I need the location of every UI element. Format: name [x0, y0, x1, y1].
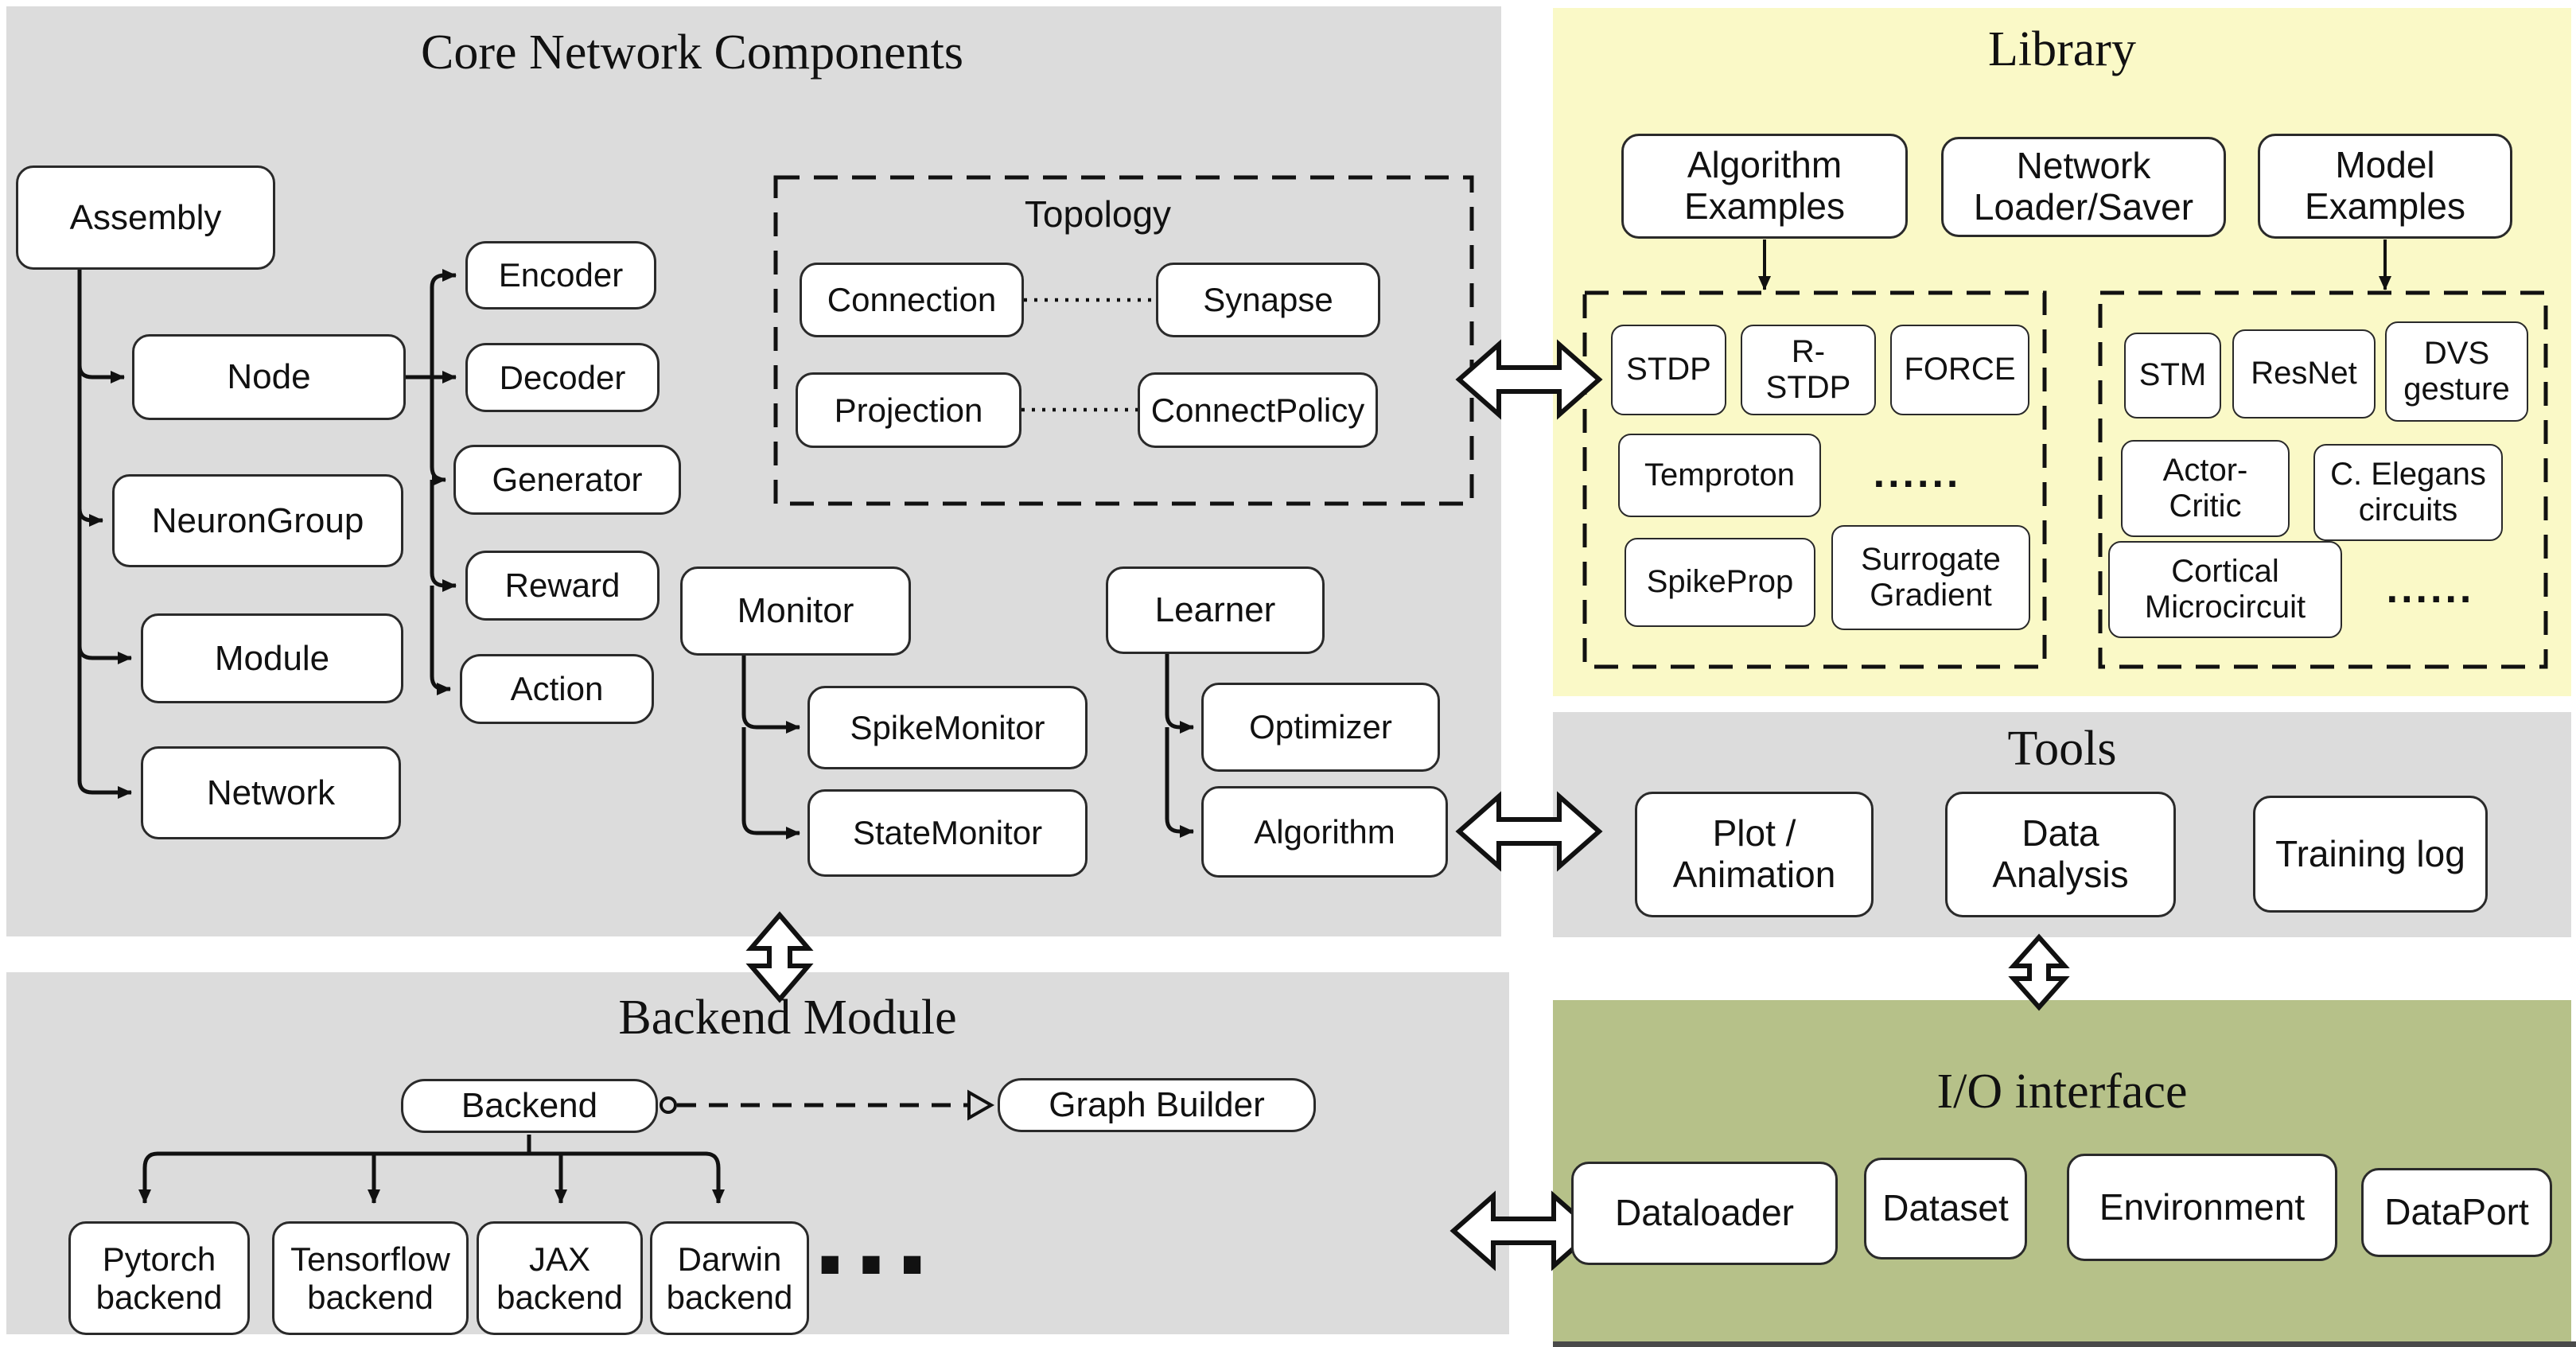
lib-cortical-microcircuit: Cortical Microcircuit	[2108, 541, 2342, 638]
node-neurongroup: NeuronGroup	[112, 474, 403, 567]
node-projection: Projection	[796, 372, 1021, 448]
tool-training-log: Training log	[2253, 796, 2488, 913]
lib-c-elegans: C. Elegans circuits	[2313, 444, 2503, 541]
lib-surrogate-gradient: Surrogate Gradient	[1831, 525, 2030, 630]
backend-backend: Backend	[401, 1079, 658, 1133]
backend-tensorflow: Tensorflow backend	[272, 1221, 469, 1335]
library-network-loader-saver: Network Loader/Saver	[1941, 137, 2226, 237]
lib-actor-critic: Actor-Critic	[2121, 440, 2290, 537]
node-algorithm: Algorithm	[1201, 786, 1448, 878]
node-reward: Reward	[465, 551, 660, 621]
lib-stdp: STDP	[1611, 325, 1726, 415]
topology-label: Topology	[1024, 193, 1172, 235]
tools-io-double-arrow	[2008, 933, 2070, 1011]
backend-title: Backend Module	[618, 990, 957, 1045]
lib-stm: STM	[2124, 333, 2221, 419]
node-learner: Learner	[1106, 566, 1325, 654]
library-model-examples: Model Examples	[2258, 134, 2512, 239]
io-dataloader: Dataloader	[1571, 1162, 1838, 1265]
node-optimizer: Optimizer	[1201, 683, 1440, 772]
lib-force: FORCE	[1890, 325, 2029, 415]
node-monitor: Monitor	[680, 566, 911, 656]
tool-plot-animation: Plot / Animation	[1635, 792, 1874, 917]
lib-algorithms-ellipsis: ......	[1873, 450, 1962, 496]
io-environment: Environment	[2067, 1154, 2337, 1261]
figure-bottom-edge	[1553, 1341, 2576, 1347]
io-title: I/O interface	[1936, 1064, 2188, 1119]
lib-models-ellipsis: ......	[2386, 566, 2475, 612]
node-generator: Generator	[453, 445, 681, 515]
io-dataset: Dataset	[1864, 1158, 2027, 1259]
tools-title: Tools	[2007, 721, 2117, 776]
backend-pytorch: Pytorch backend	[68, 1221, 250, 1335]
node-connectpolicy: ConnectPolicy	[1138, 372, 1378, 448]
node-action: Action	[460, 654, 654, 724]
node-spikemonitor: SpikeMonitor	[807, 686, 1088, 769]
library-algorithm-examples: Algorithm Examples	[1621, 134, 1908, 239]
backend-graph-builder: Graph Builder	[998, 1078, 1316, 1132]
lib-r-stdp: R-STDP	[1741, 325, 1876, 415]
node-encoder: Encoder	[465, 241, 656, 309]
lib-resnet: ResNet	[2232, 329, 2376, 419]
lib-dvs-gesture: DVS gesture	[2385, 321, 2528, 422]
io-dataport: DataPort	[2361, 1168, 2552, 1257]
backend-darwin: Darwin backend	[650, 1221, 809, 1335]
core-title: Core Network Components	[421, 25, 963, 80]
lib-spikeprop: SpikeProp	[1625, 538, 1815, 627]
node-node: Node	[132, 334, 406, 420]
backend-jax: JAX backend	[477, 1221, 643, 1335]
node-module: Module	[141, 613, 403, 703]
node-synapse: Synapse	[1156, 263, 1380, 337]
node-network: Network	[141, 746, 401, 839]
node-assembly: Assembly	[16, 165, 275, 270]
tool-data-analysis: Data Analysis	[1945, 792, 2176, 917]
node-statemonitor: StateMonitor	[807, 789, 1088, 877]
lib-temproton: Temproton	[1618, 434, 1821, 517]
library-title: Library	[1988, 21, 2136, 76]
node-connection: Connection	[800, 263, 1024, 337]
node-decoder: Decoder	[465, 343, 660, 412]
backend-ellipsis: ...	[813, 1165, 937, 1299]
